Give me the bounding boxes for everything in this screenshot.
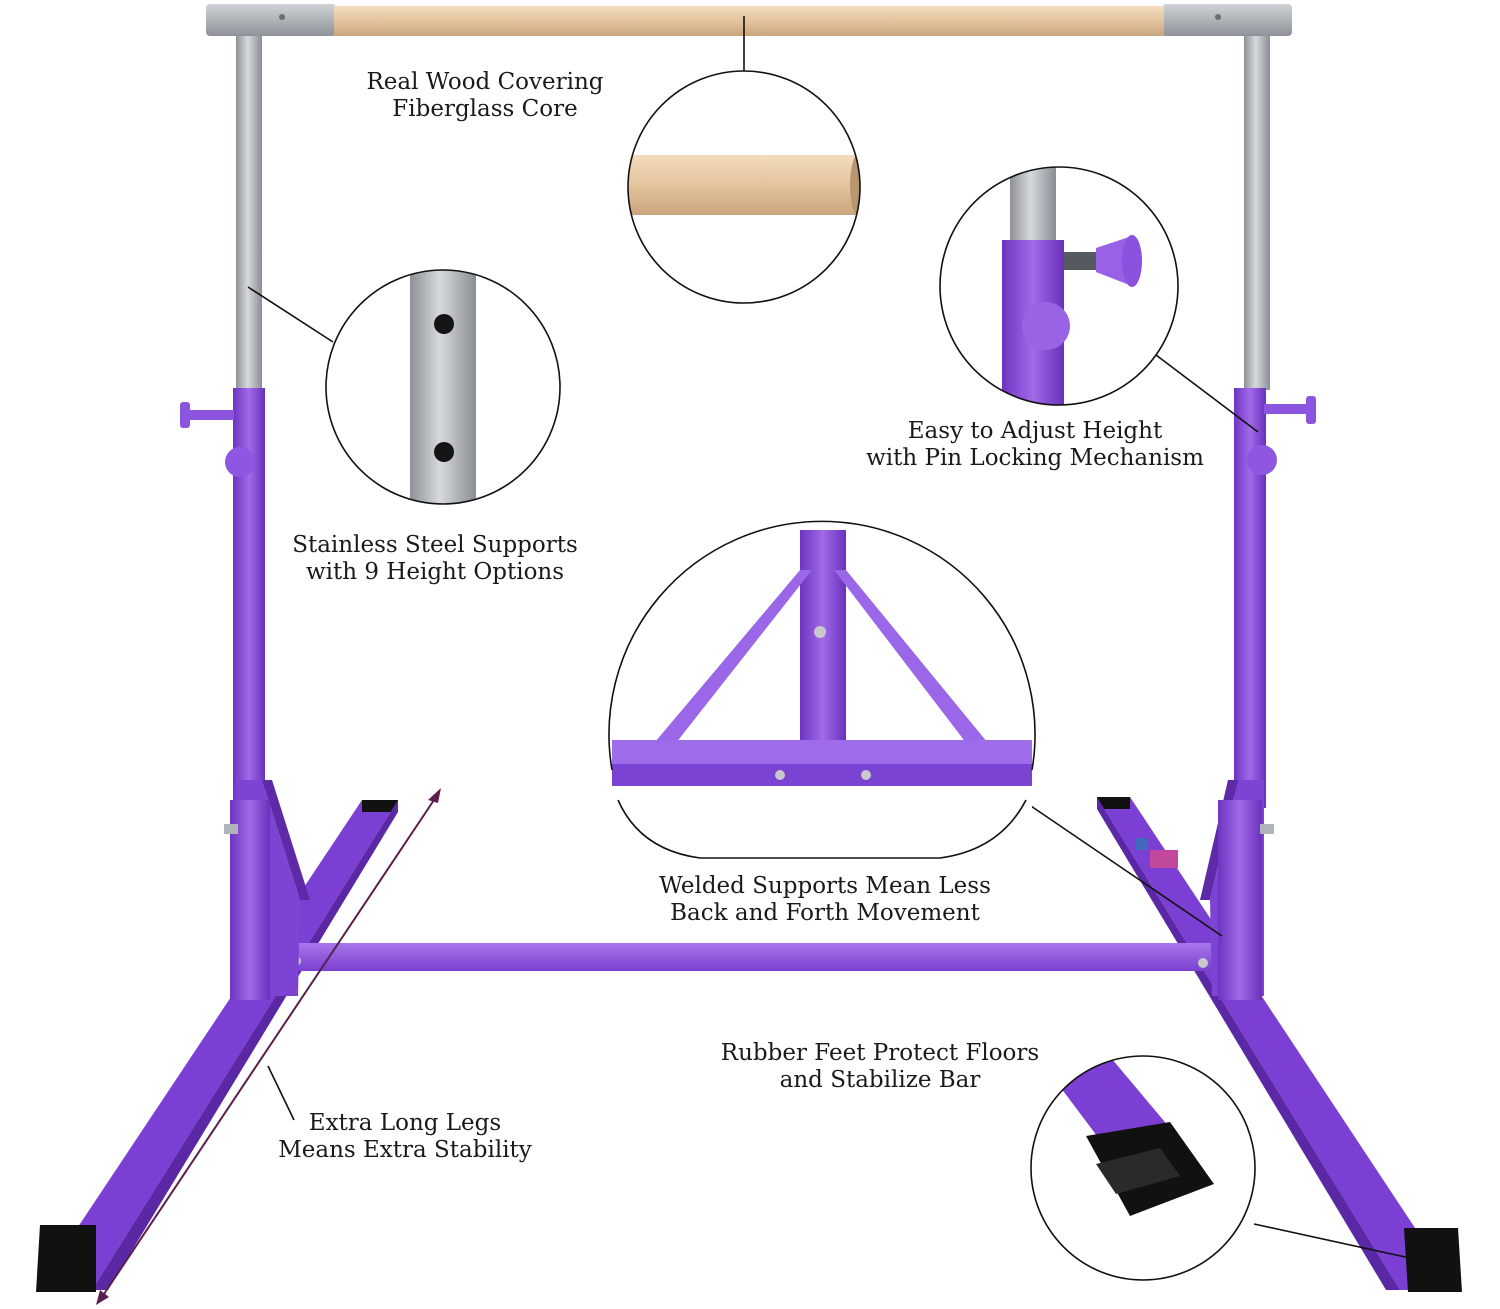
left-rubber-foot bbox=[36, 1225, 96, 1292]
callout-rubber-line1: Rubber Feet Protect Floors bbox=[720, 1040, 1040, 1066]
callout-legs-line1: Extra Long Legs bbox=[308, 1110, 502, 1136]
wood-rail bbox=[334, 6, 1164, 36]
left-pull-pin bbox=[180, 402, 190, 428]
callout-rubber-line2: and Stabilize Bar bbox=[779, 1067, 981, 1093]
callout-adjust-line1: Easy to Adjust Height bbox=[907, 418, 1163, 444]
callout-welded-line1: Welded Supports Mean Less bbox=[659, 873, 991, 899]
detail-rubber-circle bbox=[1030, 1055, 1256, 1281]
right-upright bbox=[1200, 28, 1316, 1000]
sticker-blue bbox=[1136, 838, 1148, 850]
callout-welded-supports: Welded Supports Mean Less Back and Forth… bbox=[630, 873, 1020, 927]
callout-adjust-line2: with Pin Locking Mechanism bbox=[866, 445, 1204, 471]
detail-wood-circle bbox=[627, 70, 861, 304]
callout-welded-line2: Back and Forth Movement bbox=[670, 900, 980, 926]
base-crossbar bbox=[291, 943, 1214, 971]
sticker-pink bbox=[1150, 850, 1178, 868]
right-leg bbox=[1097, 797, 1462, 1292]
callout-long-legs: Extra Long Legs Means Extra Stability bbox=[255, 1110, 555, 1164]
right-lock-knob bbox=[1247, 445, 1277, 475]
callout-legs-line2: Means Extra Stability bbox=[278, 1137, 532, 1163]
top-bar bbox=[206, 4, 1292, 36]
callout-wood-line2: Fiberglass Core bbox=[392, 96, 578, 122]
left-upright bbox=[180, 28, 310, 1000]
left-lock-knob bbox=[225, 447, 255, 477]
leg-length-arrow bbox=[96, 788, 441, 1305]
right-rubber-foot bbox=[1404, 1228, 1462, 1292]
callout-wood-line1: Real Wood Covering bbox=[366, 69, 604, 95]
leader-lines bbox=[247, 16, 1411, 1259]
detail-welded-dome bbox=[608, 520, 1036, 860]
callout-adjust-height: Easy to Adjust Height with Pin Locking M… bbox=[840, 418, 1230, 472]
callout-steel-line1: Stainless Steel Supports bbox=[292, 532, 578, 558]
right-pull-pin bbox=[1306, 396, 1316, 424]
detail-steel-circle bbox=[325, 269, 561, 505]
callout-rubber-feet: Rubber Feet Protect Floors and Stabilize… bbox=[700, 1040, 1060, 1094]
left-leg bbox=[36, 800, 398, 1292]
detail-pin-circle bbox=[939, 166, 1179, 406]
callout-wood-covering: Real Wood Covering Fiberglass Core bbox=[340, 69, 630, 123]
callout-steel-supports: Stainless Steel Supports with 9 Height O… bbox=[275, 532, 595, 586]
callout-steel-line2: with 9 Height Options bbox=[305, 559, 565, 585]
